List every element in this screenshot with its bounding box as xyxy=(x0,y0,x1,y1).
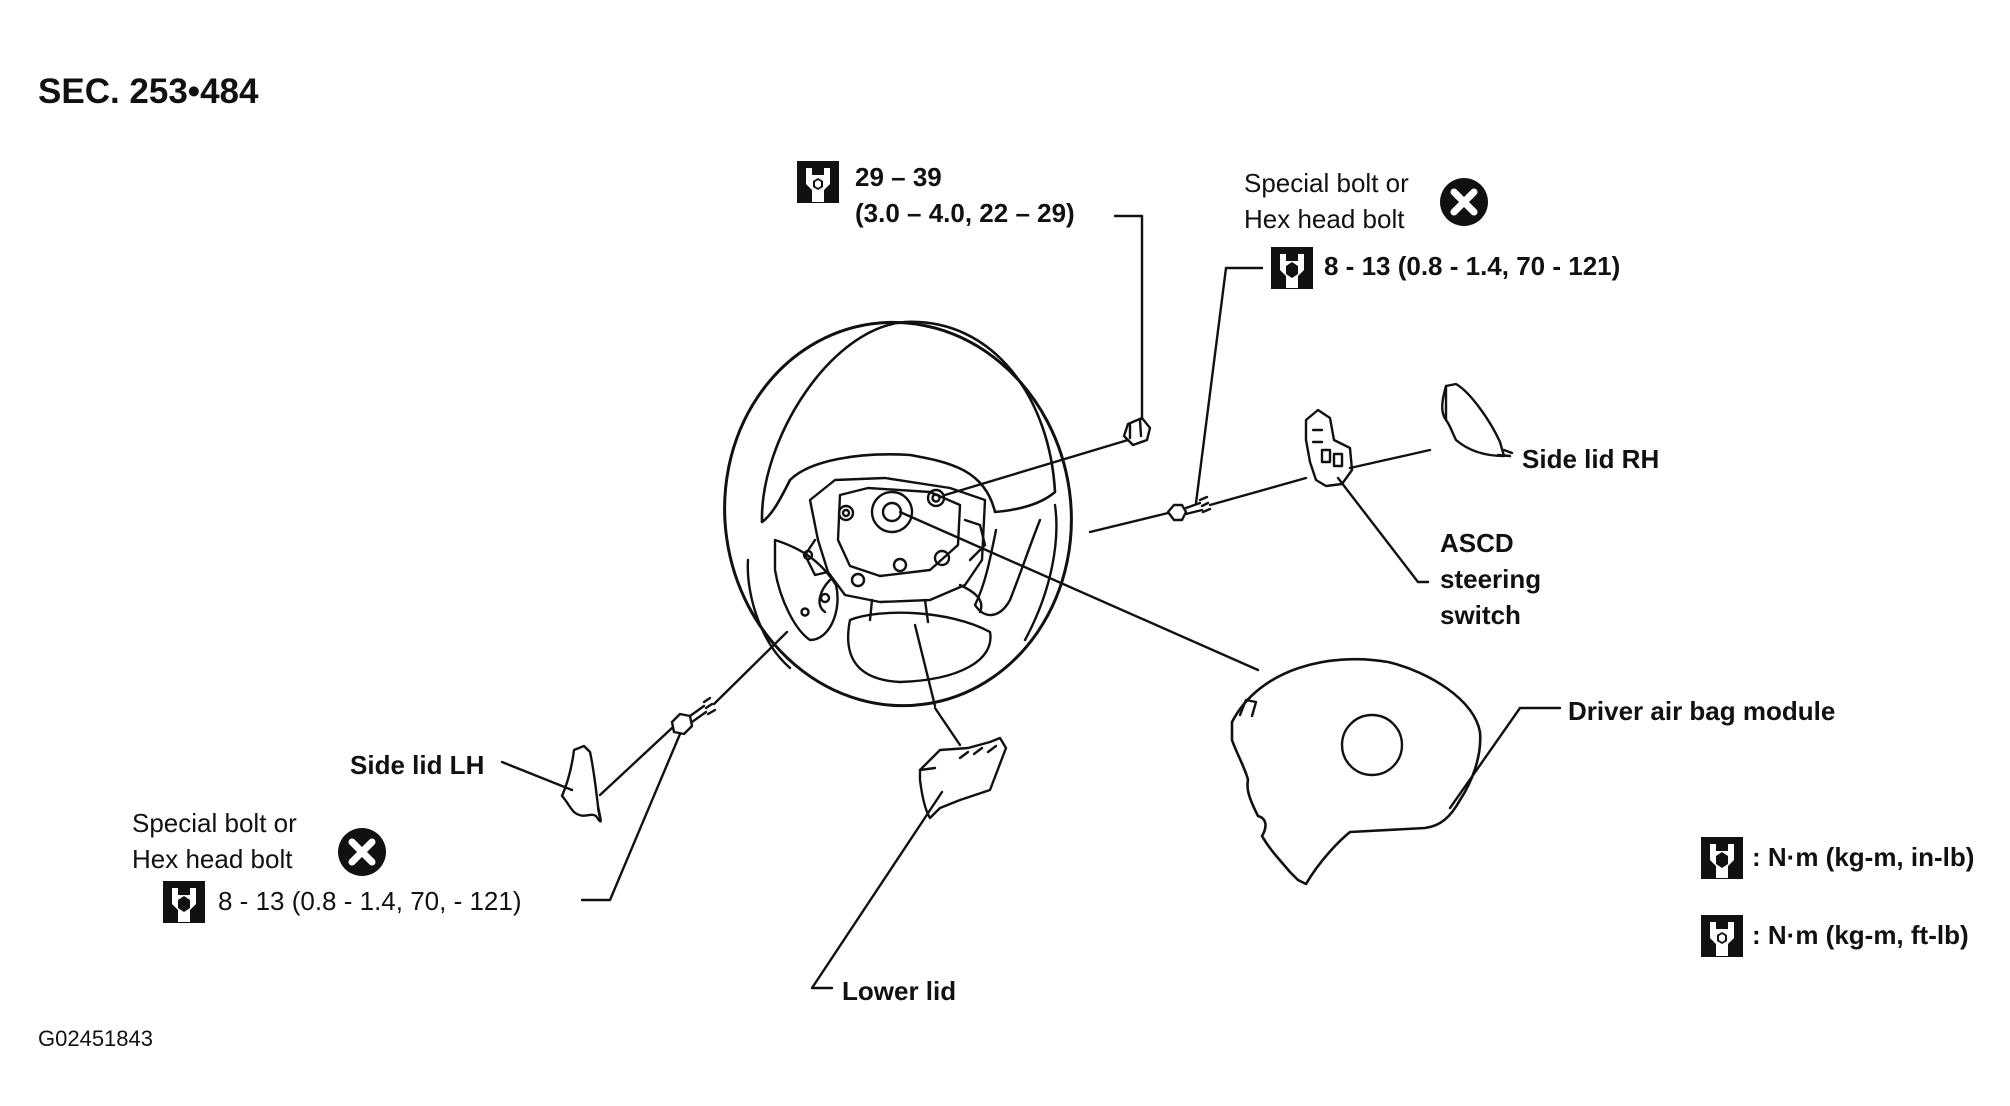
air-bag-module-drawing xyxy=(898,510,1562,886)
right-side-parts-drawing xyxy=(1088,266,1514,584)
ascd-label-line1: ASCD xyxy=(1440,528,1514,558)
section-title: SEC. 253•484 xyxy=(38,72,259,111)
bolt-lh-line1: Special bolt or xyxy=(132,808,297,838)
air-bag-label: Driver air bag module xyxy=(1568,696,1836,726)
bolt-lh-line2: Hex head bolt xyxy=(132,844,293,874)
x-circle-icon xyxy=(1440,178,1488,226)
legend-inlb-text: : N·m (kg-m, in-lb) xyxy=(1752,842,1975,872)
torque-wrench-filled-icon xyxy=(1701,837,1743,879)
ascd-label-line3: switch xyxy=(1440,600,1521,630)
steering-wheel-drawing xyxy=(723,320,1073,708)
lower-lid-drawing xyxy=(810,623,1008,990)
side-lid-lh-label: Side lid LH xyxy=(350,750,485,780)
torque-wrench-outline-icon xyxy=(797,161,839,203)
bolt-lh-torque: 8 - 13 (0.8 - 1.4, 70, - 121) xyxy=(218,886,522,916)
torque-wrench-filled-icon xyxy=(1271,247,1313,289)
nut-torque-line2: (3.0 – 4.0, 22 – 29) xyxy=(855,198,1075,228)
ascd-label-line2: steering xyxy=(1440,564,1542,594)
bolt-rh-torque: 8 - 13 (0.8 - 1.4, 70 - 121) xyxy=(1324,251,1621,281)
legend-ftlb-text: : N·m (kg-m, ft-lb) xyxy=(1752,920,1969,950)
torque-wrench-outline-icon xyxy=(1701,915,1743,957)
bolt-rh-line1: Special bolt or xyxy=(1244,168,1409,198)
figure-id: G02451843 xyxy=(38,1026,153,1051)
x-circle-icon xyxy=(338,828,386,876)
bolt-rh-line2: Hex head bolt xyxy=(1244,204,1405,234)
left-side-parts-drawing xyxy=(500,630,789,902)
torque-wrench-filled-icon xyxy=(163,881,205,923)
nut-torque-line1: 29 – 39 xyxy=(855,162,942,192)
side-lid-rh-label: Side lid RH xyxy=(1522,444,1660,474)
steering-wheel-nut-drawing xyxy=(943,214,1152,497)
lower-lid-label: Lower lid xyxy=(842,976,957,1006)
